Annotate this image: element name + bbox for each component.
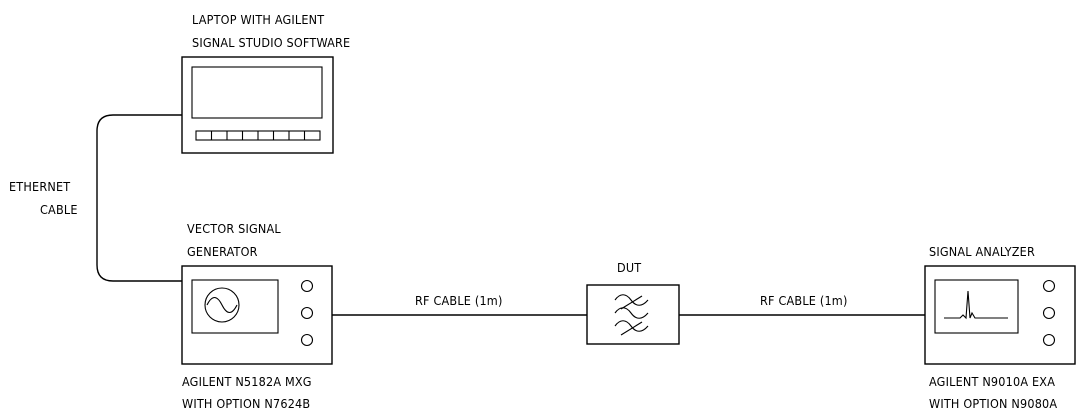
ethernet-label-line1: ETHERNET — [9, 179, 70, 194]
generator-model-line1: AGILENT N5182A MXG — [182, 374, 312, 389]
rf-cable-right-label: RF CABLE (1m) — [760, 293, 848, 308]
laptop-label-line2: SIGNAL STUDIO SOFTWARE — [192, 35, 350, 50]
dut-label: DUT — [617, 260, 641, 275]
laptop-label-line1: LAPTOP WITH AGILENT — [192, 12, 324, 27]
laptop-icon — [181, 56, 334, 154]
generator-model-line2: WITH OPTION N7624B — [182, 396, 310, 411]
generator-title-line1: VECTOR SIGNAL — [187, 221, 281, 236]
analyzer-model-line2: WITH OPTION N9080A — [929, 396, 1057, 411]
signal-generator-icon — [181, 265, 333, 365]
analyzer-title: SIGNAL ANALYZER — [929, 244, 1035, 259]
spectrum-analyzer-icon — [924, 265, 1076, 365]
generator-title-line2: GENERATOR — [187, 244, 258, 259]
filter-icon — [586, 284, 680, 345]
ethernet-label-line2: CABLE — [40, 202, 78, 217]
analyzer-model-line1: AGILENT N9010A EXA — [929, 374, 1055, 389]
rf-cable-left-label: RF CABLE (1m) — [415, 293, 503, 308]
ethernet-cable — [96, 114, 182, 282]
